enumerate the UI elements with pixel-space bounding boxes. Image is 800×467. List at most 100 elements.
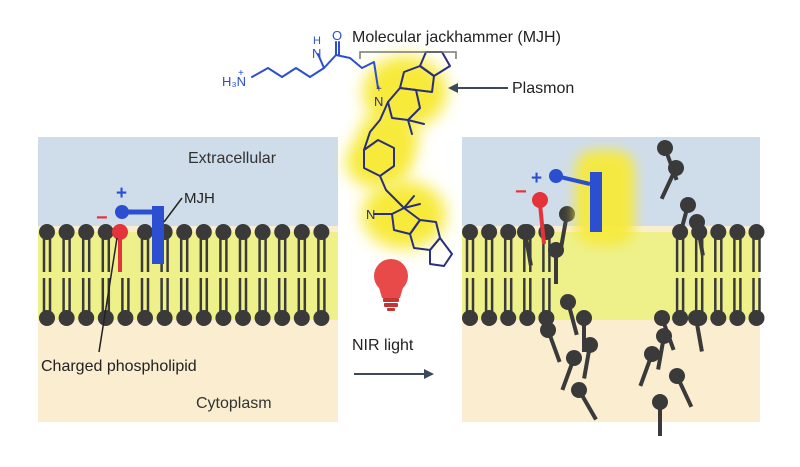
disrupted-lipid bbox=[540, 322, 562, 363]
lipid-lower bbox=[481, 278, 498, 326]
lipid-lower bbox=[729, 278, 746, 326]
minus-sign-left: − bbox=[96, 207, 108, 229]
polymethine-upper bbox=[363, 101, 389, 151]
extracellular-region-left bbox=[38, 137, 338, 227]
lipid-lower bbox=[117, 278, 134, 326]
lipid-lower bbox=[462, 278, 478, 326]
plus-sign-right: + bbox=[531, 168, 542, 189]
ring-n1-label: N bbox=[374, 94, 383, 109]
lipid-lower bbox=[519, 278, 536, 326]
disrupted-lipid bbox=[548, 242, 564, 284]
gem-dimethyl-upper bbox=[407, 119, 425, 125]
mjh-glow-right bbox=[575, 150, 635, 245]
lipid-lower bbox=[58, 278, 75, 326]
disrupted-lipid bbox=[689, 214, 705, 256]
lipid-upper bbox=[97, 224, 114, 272]
right-annotations: + − bbox=[515, 150, 635, 245]
lipid-lower bbox=[710, 278, 727, 326]
charged-phospholipid-head bbox=[112, 224, 128, 240]
disrupted-lipid bbox=[582, 337, 598, 379]
lipid-lower bbox=[78, 278, 95, 326]
gem-dimethyl-lower-2 bbox=[403, 203, 421, 209]
bulb-base-1 bbox=[383, 298, 399, 302]
charged-phospholipid-head-right bbox=[532, 192, 548, 208]
lipid-lower bbox=[97, 278, 114, 326]
ring-n1-charge: + bbox=[376, 84, 382, 95]
positive-charge-head-left bbox=[115, 205, 129, 219]
lipid-upper bbox=[78, 224, 95, 272]
mjh-label: MJH bbox=[184, 190, 215, 207]
plasmon-label: Plasmon bbox=[512, 80, 574, 97]
disrupted-lipid bbox=[571, 382, 598, 421]
lipid-upper bbox=[137, 224, 153, 272]
disrupted-lipid bbox=[657, 140, 679, 181]
lipid-upper bbox=[481, 224, 498, 272]
nir-light-label: NIR light bbox=[352, 337, 414, 354]
amide-o-label: O bbox=[332, 28, 342, 43]
lipid-upper bbox=[748, 224, 765, 272]
amide-bond bbox=[317, 53, 325, 69]
lipid-bilayer-left bbox=[39, 224, 330, 326]
minus-sign-right: − bbox=[515, 181, 527, 203]
lipid-lower bbox=[500, 278, 517, 326]
lipid-upper bbox=[176, 224, 193, 272]
mjh-bar-right bbox=[590, 172, 602, 232]
lower-five-ring bbox=[391, 207, 421, 235]
mjh-bar-left bbox=[152, 206, 164, 264]
lipid-upper bbox=[462, 224, 478, 272]
bulb-globe bbox=[374, 259, 408, 293]
lipid-upper bbox=[672, 224, 689, 272]
plus-sign-left: + bbox=[116, 183, 127, 204]
amine-charge: + bbox=[238, 68, 244, 79]
phospholipid-pointer-line bbox=[98, 237, 118, 353]
title-group: Molecular jackhammer (MJH) bbox=[352, 29, 561, 59]
lipid-upper bbox=[710, 224, 727, 272]
bulb-base-3 bbox=[387, 308, 395, 311]
lipid-lower bbox=[235, 278, 251, 326]
title-bracket bbox=[359, 51, 457, 59]
lipid-lower bbox=[137, 278, 153, 326]
glow-center-ring bbox=[346, 136, 410, 188]
disrupted-lipid bbox=[638, 346, 660, 387]
amine-label: H₃N bbox=[222, 74, 246, 89]
lipid-lower bbox=[215, 278, 232, 326]
disrupted-lipid bbox=[669, 368, 694, 408]
molecule-labels: H₃N + N H O N + N bbox=[222, 28, 383, 222]
charged-phospholipid-label: Charged phospholipid bbox=[41, 358, 197, 375]
lipid-upper bbox=[254, 224, 271, 272]
lipid-lower bbox=[672, 278, 689, 326]
molecule-title: Molecular jackhammer (MJH) bbox=[352, 29, 561, 46]
disrupted-lipid bbox=[677, 197, 696, 239]
disrupted-lipid bbox=[560, 294, 579, 336]
lipid-upper bbox=[39, 224, 55, 272]
light-bulb-icon bbox=[374, 259, 408, 311]
lipid-upper bbox=[215, 224, 232, 272]
lipid-upper bbox=[235, 224, 251, 272]
lipid-lower bbox=[538, 278, 555, 326]
polymethine-lower bbox=[379, 175, 405, 209]
extracellular-label: Extracellular bbox=[188, 150, 277, 167]
charged-phospholipid-tail-right bbox=[538, 203, 546, 245]
bulb-neck bbox=[378, 284, 404, 298]
amide-h-label: H bbox=[313, 35, 321, 47]
bulb-base-2 bbox=[384, 303, 398, 307]
process-arrow-head bbox=[424, 369, 434, 379]
lipid-upper bbox=[313, 224, 330, 272]
plasmon-arrow-head bbox=[448, 83, 458, 93]
lipid-upper bbox=[58, 224, 75, 272]
lipid-lower bbox=[195, 278, 212, 326]
left-panel bbox=[38, 137, 338, 422]
plasmon-annotation: Plasmon bbox=[448, 80, 574, 97]
disrupted-lipid bbox=[656, 328, 672, 370]
gem-dimethyl-upper-2 bbox=[407, 119, 413, 135]
mjh-pointer-line bbox=[163, 197, 183, 223]
cyclohexene-ring bbox=[363, 139, 395, 177]
lipid-upper bbox=[195, 224, 212, 272]
disrupted-lipid bbox=[688, 310, 704, 352]
lipid-lower bbox=[313, 278, 330, 326]
lower-benzo-ring-2 bbox=[429, 237, 453, 267]
lipid-lower bbox=[274, 278, 291, 326]
ring-n2-label: N bbox=[366, 207, 375, 222]
